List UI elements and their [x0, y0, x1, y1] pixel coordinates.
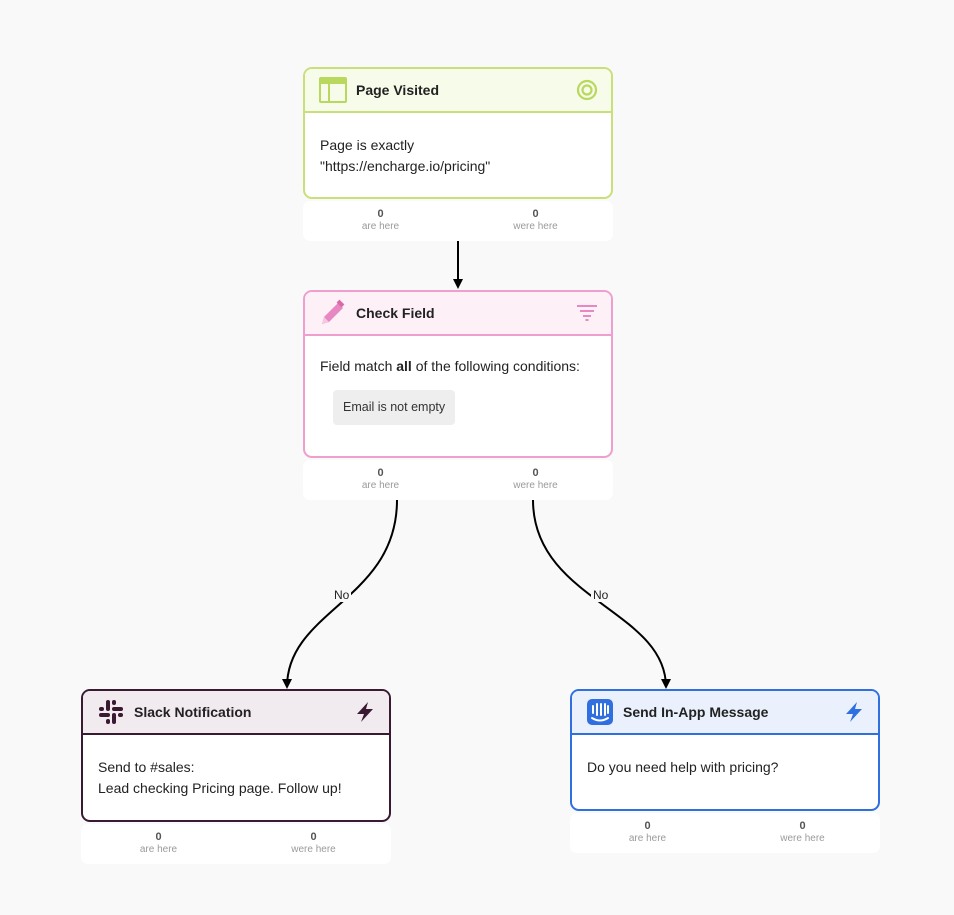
body-line: "https://encharge.io/pricing" — [320, 158, 491, 174]
stat-were-here: 0 were here — [236, 824, 391, 864]
stat-label: are here — [361, 221, 400, 232]
stat-count: 0 — [532, 208, 539, 220]
stat-label: were here — [513, 221, 558, 232]
body-line: Field match all of the following conditi… — [320, 356, 596, 377]
node-body: Page is exactly "https://encharge.io/pri… — [305, 113, 611, 177]
target-icon[interactable] — [575, 78, 599, 102]
stat-count: 0 — [799, 820, 806, 832]
node-header: Page Visited — [305, 69, 611, 113]
stat-count: 0 — [377, 208, 384, 220]
bolt-icon[interactable] — [353, 700, 377, 724]
body-line: Lead checking Pricing page. Follow up! — [98, 780, 342, 796]
node-send-in-app-message[interactable]: Send In-App Message Do you need help wit… — [570, 689, 880, 811]
node-check-field[interactable]: Check Field Field match all of the follo… — [303, 290, 613, 458]
pencil-icon — [319, 299, 347, 327]
body-text: of the following conditions: — [411, 358, 580, 374]
node-title: Check Field — [356, 305, 435, 321]
stat-label: were here — [780, 833, 825, 844]
edge-check-to-inapp — [532, 499, 671, 689]
stat-label: are here — [628, 833, 667, 844]
body-line: Page is exactly — [320, 137, 415, 153]
bolt-icon[interactable] — [842, 700, 866, 724]
node-body: Field match all of the following conditi… — [305, 336, 611, 425]
stat-count: 0 — [644, 820, 651, 832]
stat-count: 0 — [310, 831, 317, 843]
node-stats: 0 are here 0 were here — [303, 460, 613, 500]
node-title: Slack Notification — [134, 704, 252, 720]
body-line: Do you need help with pricing? — [587, 759, 779, 775]
node-title: Page Visited — [356, 82, 440, 98]
stat-were-here: 0 were here — [458, 201, 613, 241]
intercom-icon — [586, 698, 614, 726]
layout-icon — [319, 76, 347, 104]
stat-are-here: 0 are here — [81, 824, 236, 864]
node-header: Check Field — [305, 292, 611, 336]
edge-check-to-slack — [282, 499, 398, 689]
stat-are-here: 0 are here — [570, 813, 725, 853]
node-body: Send to #sales: Lead checking Pricing pa… — [83, 735, 389, 799]
condition-chip[interactable]: Email is not empty — [333, 390, 456, 425]
body-text: Field match — [320, 358, 397, 374]
stat-were-here: 0 were here — [725, 813, 880, 853]
stat-are-here: 0 are here — [303, 460, 458, 500]
stat-label: are here — [139, 844, 178, 855]
edge-label-no-right: No — [591, 588, 611, 602]
node-header: Send In-App Message — [572, 691, 878, 735]
node-title: Send In-App Message — [623, 704, 769, 720]
stat-label: were here — [291, 844, 336, 855]
stat-count: 0 — [532, 467, 539, 479]
stat-label: were here — [513, 480, 558, 491]
node-stats: 0 are here 0 were here — [81, 824, 391, 864]
stat-label: are here — [361, 480, 400, 491]
stat-count: 0 — [155, 831, 162, 843]
node-stats: 0 are here 0 were here — [570, 813, 880, 853]
node-body: Do you need help with pricing? — [572, 735, 878, 778]
filter-icon[interactable] — [575, 301, 599, 325]
edge-label-no-left: No — [332, 588, 352, 602]
stat-were-here: 0 were here — [458, 460, 613, 500]
stat-are-here: 0 are here — [303, 201, 458, 241]
body-text-bold: all — [396, 358, 412, 374]
slack-icon — [97, 698, 125, 726]
node-page-visited[interactable]: Page Visited Page is exactly "https://en… — [303, 67, 613, 199]
node-slack-notification[interactable]: Slack Notification Send to #sales: Lead … — [81, 689, 391, 822]
node-stats: 0 are here 0 were here — [303, 201, 613, 241]
body-line: Send to #sales: — [98, 759, 195, 775]
node-header: Slack Notification — [83, 691, 389, 735]
stat-count: 0 — [377, 467, 384, 479]
